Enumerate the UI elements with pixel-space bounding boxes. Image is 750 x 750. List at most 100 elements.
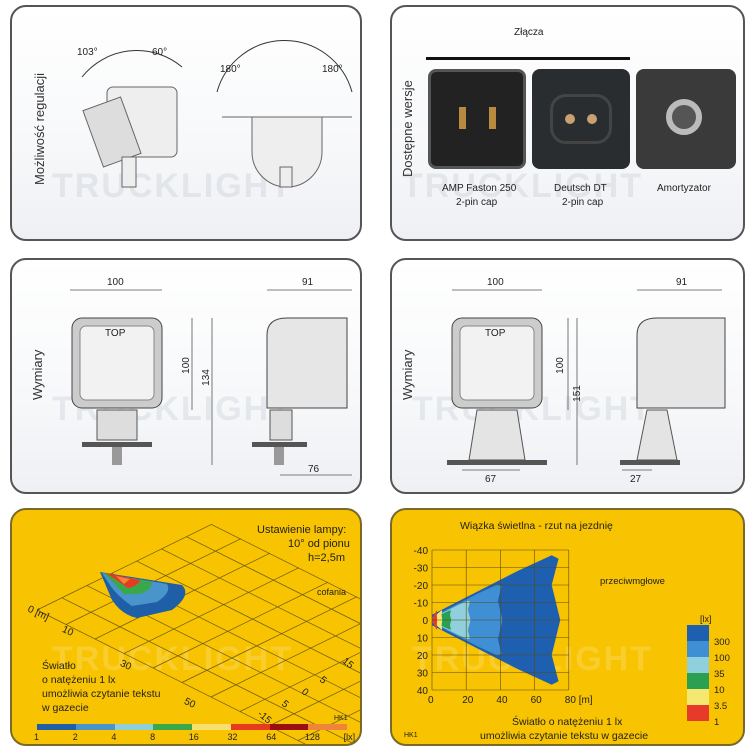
- amp-connector-photo: [428, 69, 526, 169]
- legend-label: 35: [714, 669, 725, 680]
- watermark: TRUCKLIGHT: [402, 167, 643, 205]
- dim-depth: 91: [676, 277, 688, 288]
- dimension-drawing-left: [70, 289, 352, 476]
- lux-legend-labels: 1 2 4 8 16 32 64 128 [lx]: [34, 732, 356, 744]
- legend-swatch: [687, 689, 709, 705]
- legend-label: 300: [714, 637, 730, 648]
- legend-swatch: [37, 724, 76, 730]
- note-line: w gazecie: [42, 702, 89, 714]
- legend-label: 3.5: [714, 701, 727, 712]
- legend-label: 32: [227, 732, 238, 742]
- legend-label: 128: [304, 732, 320, 742]
- y-tick-label: 10: [417, 634, 429, 645]
- amp-label: AMP Faston 250: [442, 183, 517, 194]
- legend-swatch: [308, 724, 347, 730]
- lamp-setting-line2: 10° od pionu: [288, 538, 350, 550]
- lamp-setting-line3: h=2,5m: [308, 552, 345, 564]
- beam-projection-panel: TRUCKLIGHT Wiązka świetlna - rzut na jez…: [390, 508, 745, 746]
- lux-legend-bar: [37, 724, 347, 730]
- legend-swatch: [230, 724, 270, 730]
- dim-width: 100: [487, 277, 504, 288]
- angle-103: 103°: [77, 47, 98, 58]
- dim-height-inner: 100: [180, 357, 192, 374]
- legend-label: 64: [266, 732, 277, 742]
- legend-swatch: [687, 641, 709, 657]
- amp-sub: 2-pin cap: [456, 197, 498, 208]
- watermark: TRUCKLIGHT: [52, 167, 293, 205]
- mode-label: przeciwmgłowe: [600, 576, 665, 587]
- note-line: o natężeniu 1 lx: [42, 674, 116, 686]
- beam-chart: 0 20 40 60 80 [m] -40 -30 -20 -10 0 10 20 30 40 300 100…: [414, 546, 730, 728]
- y-tick-label: -30: [414, 564, 429, 575]
- damper-photo: [636, 69, 736, 169]
- legend-label: 100: [714, 653, 730, 664]
- legend-label: 16: [188, 732, 199, 742]
- legend-swatch: [192, 724, 231, 730]
- y-tick-label: 20: [417, 651, 429, 662]
- note-line: umożliwia czytanie tekstu w gazecie: [480, 730, 649, 742]
- legend-swatch: [687, 673, 709, 689]
- legend-swatch: [153, 724, 192, 730]
- y-tick-label: 30: [417, 669, 429, 680]
- top-mark: TOP: [485, 328, 506, 339]
- mode-label: cofania: [317, 587, 347, 597]
- y-tick-label: -20: [414, 581, 429, 592]
- dimensions-panel-left: TRUCKLIGHT Wymiary TOP 100 100 134 91 76: [10, 258, 362, 494]
- dim-base-side: 27: [630, 474, 642, 485]
- legend-swatch: [114, 724, 154, 730]
- dim-base-front: 67: [485, 474, 497, 485]
- x-tick-label: 60: [531, 695, 543, 706]
- legend-swatch: [687, 657, 709, 673]
- note-line: umożliwia czytanie tekstu: [42, 688, 161, 700]
- legend-label: 8: [150, 732, 156, 742]
- legend-swatch: [687, 625, 709, 641]
- chart-title: Wiązka świetlna - rzut na jezdnię: [460, 520, 613, 532]
- deutsch-connector-photo: [532, 69, 630, 169]
- y-tick-label: -10: [414, 599, 429, 610]
- dim-height-total: 151: [571, 385, 583, 402]
- x-tick-label: 40: [496, 695, 508, 706]
- dimension-drawing-right: [447, 289, 726, 471]
- y-tick-label: -40: [414, 546, 429, 557]
- x-tick-label: 80 [m]: [565, 695, 593, 706]
- isometric-grid: [36, 523, 360, 744]
- dim-height-inner: 100: [554, 357, 566, 374]
- legend-label: [lx]: [343, 732, 356, 742]
- lamp-adjustment-drawing: [81, 40, 353, 188]
- legend-swatch: [269, 724, 309, 730]
- angle-60: 60°: [152, 47, 168, 58]
- lamp-setting-line1: Ustawienie lampy:: [257, 524, 347, 536]
- note-line: Światło: [42, 660, 76, 672]
- angle-180-left: 180°: [220, 64, 241, 75]
- adjustment-panel: TRUCKLIGHT Możliwość regulacji 103° 60° …: [10, 5, 362, 241]
- note-line: Światło o natężeniu 1 lx: [512, 716, 623, 728]
- chart-code: HK1: [334, 715, 348, 722]
- isometric-light-panel: TRUCKLIGHT Ustawienie lampy: 10° od pion…: [10, 508, 362, 746]
- top-mark: TOP: [105, 328, 126, 339]
- legend-label: 1: [34, 732, 40, 742]
- connectors-divider: [426, 57, 630, 60]
- x-tick-label: 0: [428, 695, 434, 706]
- dim-depth: 91: [302, 277, 314, 288]
- legend-label: 10: [714, 685, 725, 696]
- legend-unit: [lx]: [700, 614, 712, 624]
- x-tick-label: 20: [462, 695, 474, 706]
- y-tick-label: 0: [422, 616, 428, 627]
- angle-180-right: 180°: [322, 64, 343, 75]
- versions-label: Dostępne wersje: [400, 80, 415, 177]
- legend-swatch: [687, 705, 709, 721]
- legend-label: 2: [72, 732, 78, 742]
- legend-label: 4: [111, 732, 117, 742]
- dim-base: 76: [308, 464, 320, 475]
- damper-label: Amortyzator: [657, 183, 711, 194]
- versions-panel: TRUCKLIGHT Dostępne wersje Złącza AMP Fa…: [390, 5, 745, 241]
- connectors-header: Złącza: [514, 27, 544, 38]
- legend-swatch: [75, 724, 115, 730]
- dim-width: 100: [107, 277, 124, 288]
- legend-label: 1: [714, 717, 719, 728]
- chart-code: HK1: [404, 732, 418, 739]
- deutsch-sub: 2-pin cap: [562, 197, 604, 208]
- deutsch-label: Deutsch DT: [554, 183, 607, 194]
- dimensions-panel-right: TRUCKLIGHT Wymiary TOP 100 100 151 91 67…: [390, 258, 745, 494]
- y-tick-label: 40: [417, 686, 429, 697]
